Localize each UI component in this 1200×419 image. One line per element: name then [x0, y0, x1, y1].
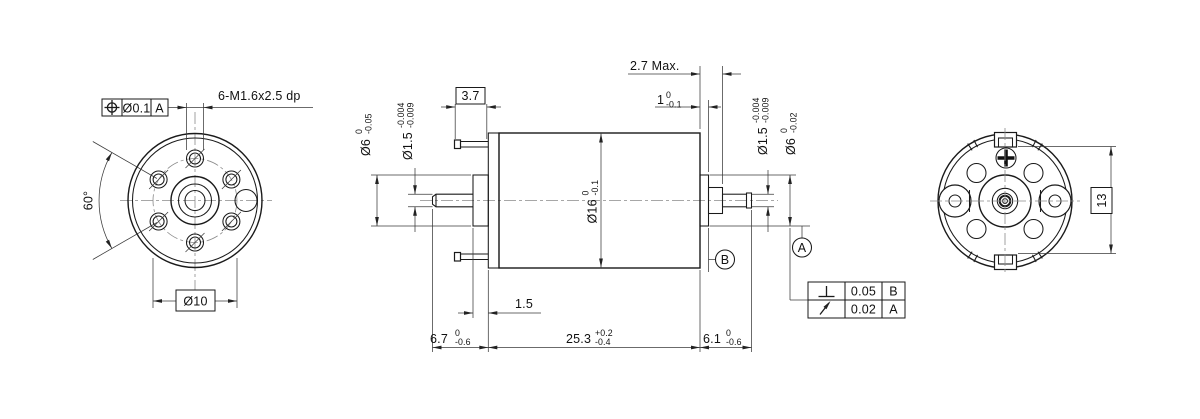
- rear-protrusion-dimension: 2.7 Max.: [628, 59, 741, 184]
- perpendicularity-datum: B: [889, 285, 898, 299]
- front-shaft-dia-value: Ø1.5: [401, 132, 415, 160]
- rear-shaft-dia-upper-tol: -0.004: [751, 97, 761, 123]
- rear-boss-dia-lower-tol: -0.02: [789, 112, 799, 133]
- body-dia-value: Ø16: [586, 199, 600, 223]
- rear-boss-dia-upper-tol: 0: [779, 128, 789, 133]
- front-boss-dia-upper-tol: 0: [354, 129, 364, 134]
- body-length-label: 25.3 +0.2 -0.4: [566, 328, 613, 347]
- datum-b-label: B: [721, 253, 730, 267]
- phillips-screw-icon: [995, 147, 1017, 169]
- tapped-hole: [185, 148, 205, 169]
- front-shaft: [431, 193, 473, 208]
- across-tabs-dimension: 13: [1018, 146, 1116, 254]
- terminal-tabs: [453, 139, 489, 262]
- fcf-stack: 0.05 B 0.02 A: [789, 228, 906, 319]
- body-dia-lower-tol: -0.1: [590, 180, 600, 196]
- svg-text:-0.6: -0.6: [455, 337, 471, 347]
- side-view: 3.7 Ø6 0 -0.05 Ø1.5 -0.004 -0.00: [354, 59, 906, 352]
- tapped-hole: [148, 169, 169, 190]
- datum-a-flag: A: [791, 226, 813, 258]
- svg-text:0: 0: [726, 328, 731, 338]
- datum-b-flag: B: [708, 228, 736, 272]
- front-shaft-length-label: 6.7 0 -0.6: [430, 328, 471, 347]
- body-dia-upper-tol: 0: [581, 191, 591, 196]
- boss-length-label: 1.5: [515, 297, 533, 311]
- rear-shaft-dia-dimension: Ø1.5 -0.004 -0.009: [751, 97, 774, 232]
- tab-width-label: 3.7: [462, 89, 480, 103]
- rear-step-dimension: 1 0 -0.1: [655, 90, 721, 172]
- position-fcf: Ø0.1 A: [101, 98, 187, 117]
- body-dia-dimension: Ø16 0 -0.1: [581, 133, 603, 268]
- rear-step-upper-tol: 0: [666, 90, 671, 100]
- boss-length-dimension: 1.5: [458, 228, 541, 318]
- rear-shaft-dia-lower-tol: -0.009: [761, 97, 771, 123]
- tapped-hole: [221, 211, 242, 232]
- front-boss-dia-dimension: Ø6 0 -0.05: [354, 113, 471, 227]
- front-boss-dia-lower-tol: -0.05: [364, 113, 374, 134]
- perpendicularity-value: 0.05: [851, 285, 876, 299]
- bolt-circle-label: Ø10: [183, 295, 207, 309]
- position-tolerance-icon: [104, 100, 120, 115]
- rear-boss-dia-dimension: Ø6 0 -0.02: [709, 112, 810, 227]
- svg-text:6.1: 6.1: [703, 332, 721, 346]
- position-tolerance-value: Ø0.1: [123, 102, 151, 116]
- bolt-circle-dimension: Ø10: [152, 258, 238, 312]
- tapped-hole: [148, 211, 169, 232]
- front-view: Ø0.1 A 6-M1.6x2.5 dp 60°: [82, 89, 313, 312]
- svg-text:-0.4: -0.4: [595, 337, 611, 347]
- front-shaft-dia-dimension: Ø1.5 -0.004 -0.009: [396, 102, 433, 232]
- svg-text:-0.6: -0.6: [726, 337, 742, 347]
- front-shaft-dia-upper-tol: -0.004: [396, 102, 406, 128]
- tab-width-dimension: 3.7: [441, 87, 501, 139]
- angle-dimension: 60°: [82, 141, 158, 260]
- front-boss-dia-value: Ø6: [359, 139, 373, 156]
- rear-protrusion-label: 2.7 Max.: [630, 59, 680, 73]
- front-boss-circles: [170, 175, 220, 226]
- front-shaft-dia-lower-tol: -0.009: [406, 102, 416, 128]
- rear-shaft-dia-value: Ø1.5: [756, 127, 770, 155]
- length-dimensions: 6.7 0 -0.6 25.3 +0.2 -0.4 6.1 0 -0.6: [430, 209, 752, 352]
- runout-datum: A: [889, 303, 898, 317]
- tapped-hole: [185, 232, 205, 253]
- thread-callout: 6-M1.6x2.5 dp: [177, 89, 313, 150]
- perpendicularity-icon: [818, 286, 835, 298]
- tapped-hole: [221, 169, 242, 190]
- svg-text:6.7: 6.7: [430, 332, 448, 346]
- crimp-tabs: [993, 131, 1018, 271]
- rear-step-lower-tol: -0.1: [666, 100, 682, 110]
- rear-shaft-length-label: 6.1 0 -0.6: [703, 328, 742, 347]
- datum-a-label: A: [798, 241, 807, 255]
- runout-value: 0.02: [851, 303, 876, 317]
- rear-shaft: [699, 174, 753, 227]
- rear-boss-dia-value: Ø6: [784, 138, 798, 155]
- locating-hole: [234, 188, 258, 213]
- angle-label: 60°: [82, 191, 96, 211]
- svg-text:+0.2: +0.2: [595, 328, 613, 338]
- circular-runout-icon: [819, 301, 831, 315]
- svg-text:0: 0: [455, 328, 460, 338]
- position-datum-ref: A: [155, 102, 164, 116]
- across-tabs-label: 13: [1095, 193, 1109, 207]
- vent-holes: [966, 162, 1044, 240]
- thread-note-label: 6-M1.6x2.5 dp: [218, 89, 301, 103]
- mounting-holes: [148, 148, 242, 253]
- rim-crimp-notches: [967, 139, 1043, 263]
- rear-centerlines: [930, 128, 1080, 274]
- svg-text:25.3: 25.3: [566, 332, 591, 346]
- rear-view: 13: [930, 128, 1116, 274]
- rear-step-value: 1: [657, 93, 664, 107]
